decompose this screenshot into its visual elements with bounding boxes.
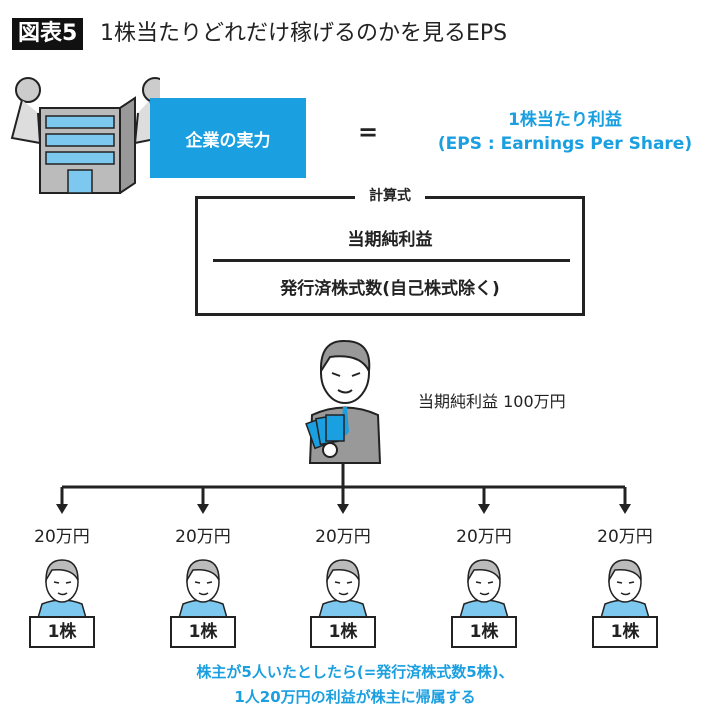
explanation-note: 株主が5人いたとしたら(=発行済株式数5株)、 1人20万円の利益が株主に帰属す… bbox=[0, 660, 710, 710]
building-icon bbox=[10, 77, 160, 194]
shareholder-amount: 20万円 bbox=[315, 527, 371, 547]
share-count-box: 1株 bbox=[310, 616, 376, 648]
shareholder-person-icon bbox=[459, 559, 509, 618]
shareholder-amount: 20万円 bbox=[175, 527, 231, 547]
note-line-1: 株主が5人いたとしたら(=発行済株式数5株)、 bbox=[196, 663, 514, 681]
eps-definition: 1株当たり利益 (EPS : Earnings Per Share) bbox=[420, 108, 710, 156]
share-count-box: 1株 bbox=[592, 616, 658, 648]
formula-denominator: 発行済株式数(自己株式除く) bbox=[280, 279, 500, 299]
shareholder-amount: 20万円 bbox=[597, 527, 653, 547]
company-strength-label: 企業の実力 bbox=[185, 130, 271, 151]
share-count-box: 1株 bbox=[29, 616, 95, 648]
shareholder-person-icon bbox=[178, 559, 228, 618]
figure-badge: 図表5 bbox=[12, 18, 84, 50]
company-strength-box: 企業の実力 bbox=[150, 98, 306, 178]
equals-sign: = bbox=[358, 118, 379, 146]
shareholder-amount: 20万円 bbox=[456, 527, 512, 547]
share-count-box: 1株 bbox=[170, 616, 236, 648]
shareholder-person-icon bbox=[600, 559, 650, 618]
shareholder-person-icon bbox=[37, 559, 87, 618]
share-count-box: 1株 bbox=[451, 616, 517, 648]
eps-subtitle: (EPS : Earnings Per Share) bbox=[437, 134, 693, 154]
manager-illustration bbox=[305, 339, 382, 464]
figure-title: 1株当たりどれだけ稼げるのかを見るEPS bbox=[100, 21, 508, 46]
formula-label: 計算式 bbox=[355, 185, 425, 205]
formula-numerator: 当期純利益 bbox=[347, 230, 433, 250]
note-line-2: 1人20万円の利益が株主に帰属する bbox=[234, 688, 476, 706]
eps-title: 1株当たり利益 bbox=[508, 110, 622, 130]
fraction-line bbox=[213, 259, 570, 262]
shareholder-amount: 20万円 bbox=[34, 527, 90, 547]
net-profit-label: 当期純利益 100万円 bbox=[418, 392, 566, 411]
distribution-arrows bbox=[56, 462, 631, 514]
shareholder-person-icon bbox=[318, 559, 368, 618]
